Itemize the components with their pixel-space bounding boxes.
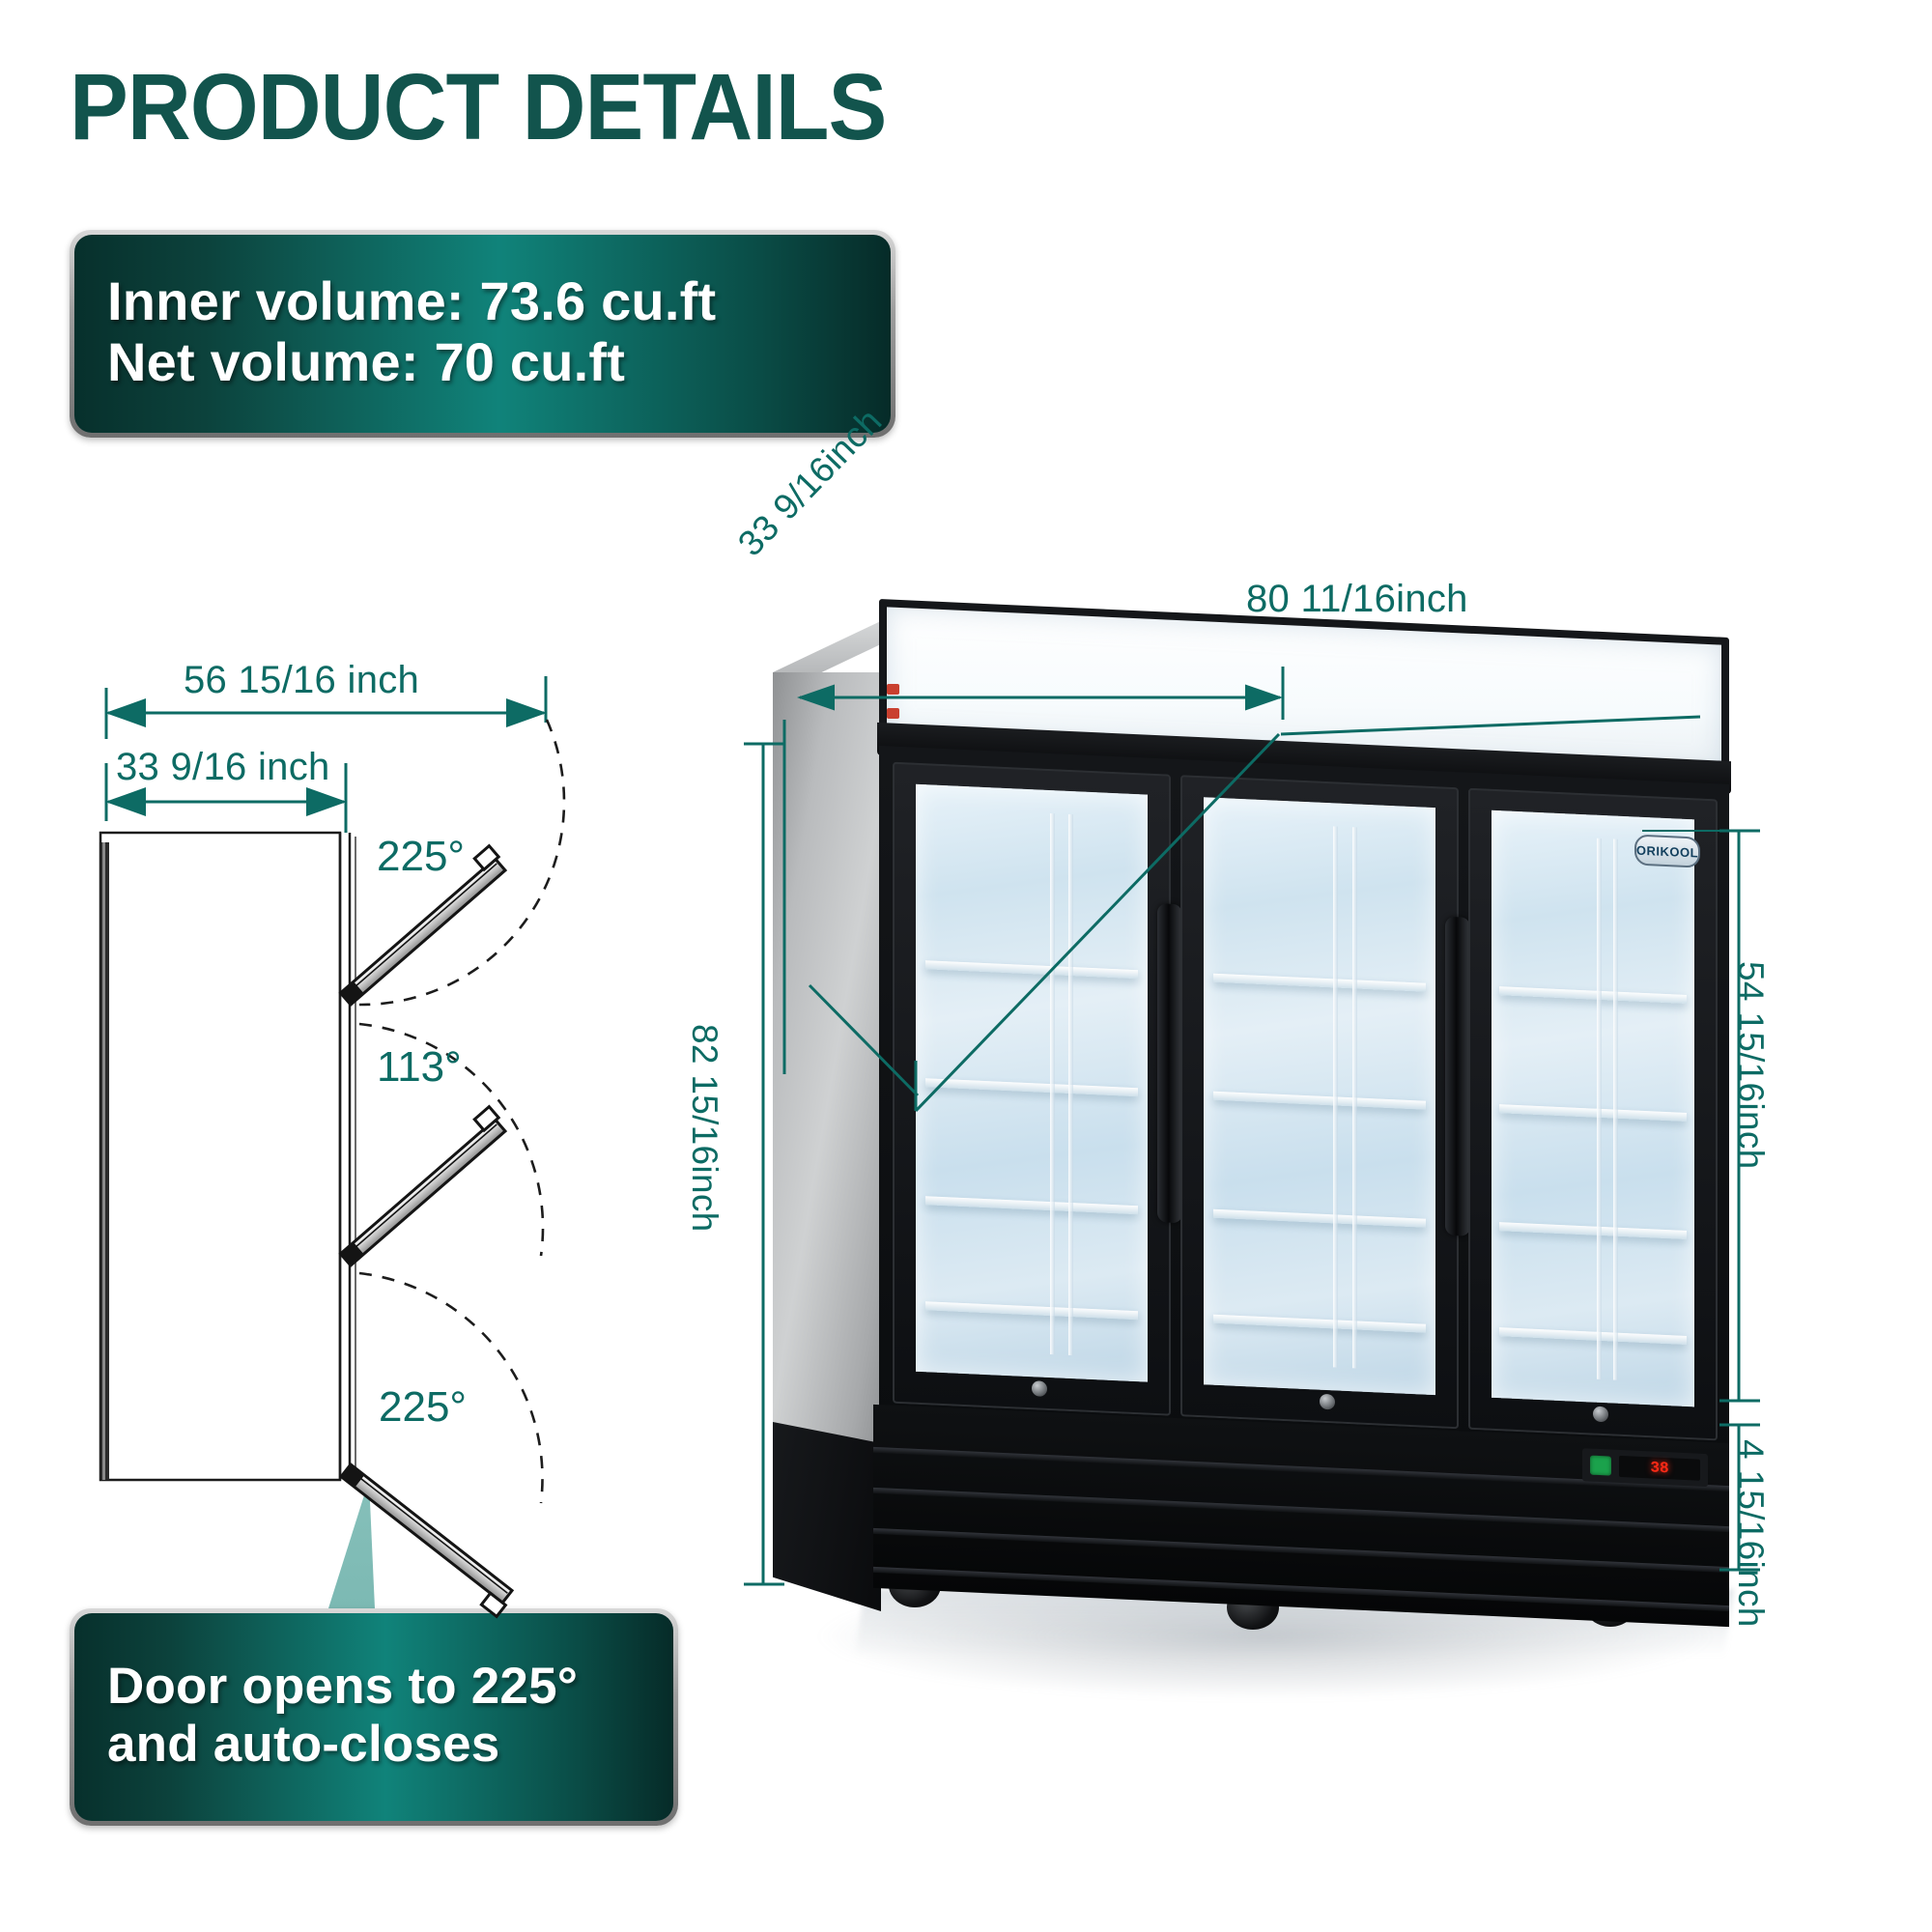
door-note-plaque: Door opens to 225° and auto-closes [70, 1608, 678, 1826]
brand-logo-badge: ORIKOOL [1634, 834, 1700, 868]
angle-label-bottom: 225° [379, 1383, 468, 1431]
control-panel[interactable]: 38 [1582, 1448, 1708, 1488]
glass-door-right[interactable]: ORIKOOL [1468, 787, 1718, 1441]
louvered-base: 38 [873, 1404, 1729, 1628]
door-glass [1492, 810, 1694, 1407]
door-note-line1: Door opens to 225° [107, 1658, 579, 1716]
door-lock[interactable] [1593, 1406, 1608, 1423]
door-note-plaque-inner: Door opens to 225° and auto-closes [74, 1613, 673, 1821]
cabinet-front: ORIKOOL [879, 746, 1729, 1461]
door-glass [916, 783, 1148, 1382]
volume-plaque: Inner volume: 73.6 cu.ft Net volume: 70 … [70, 230, 895, 438]
angle-label-top: 225° [377, 833, 466, 880]
page-title: PRODUCT DETAILS [70, 54, 887, 159]
net-volume-text: Net volume: 70 cu.ft [107, 330, 626, 392]
door-glass [1204, 797, 1435, 1396]
dim-door-depth: 33 9/16 inch [116, 746, 330, 788]
cabinet-side-panel [773, 672, 887, 1571]
dim-door-overall-width: 56 15/16 inch [184, 659, 420, 701]
glass-door-left[interactable] [893, 761, 1171, 1416]
door-note-line2: and auto-closes [107, 1715, 500, 1773]
side-indicator-dots [887, 684, 900, 738]
power-switch[interactable] [1590, 1455, 1611, 1476]
door-handle-left[interactable] [1157, 903, 1182, 1224]
dim-product-width: 80 11/16inch [1246, 578, 1468, 620]
temperature-display: 38 [1619, 1455, 1700, 1481]
volume-plaque-inner: Inner volume: 73.6 cu.ft Net volume: 70 … [74, 235, 891, 433]
inner-volume-text: Inner volume: 73.6 cu.ft [107, 270, 717, 331]
dim-interior-height: 54 15/16inch [1731, 961, 1771, 1170]
product-photo: ORIKOOL 38 [773, 599, 1739, 1700]
door-lock[interactable] [1032, 1380, 1047, 1397]
dim-product-height: 82 15/16inch [685, 1024, 724, 1233]
door-handle-center[interactable] [1445, 916, 1470, 1236]
base-side-panel [773, 1422, 881, 1611]
angle-label-middle: 113° [377, 1043, 462, 1091]
door-lock[interactable] [1320, 1393, 1335, 1410]
glass-door-center[interactable] [1180, 775, 1459, 1430]
dim-base-height: 4 15/16inch [1731, 1439, 1771, 1628]
